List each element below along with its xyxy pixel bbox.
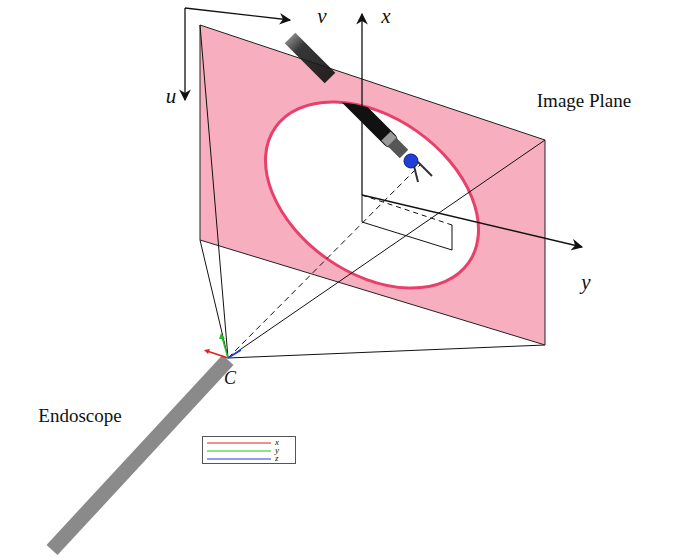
legend-row: x [203,439,295,447]
view-ellipse [231,63,514,326]
label: Endoscope [38,406,121,425]
u-axis [184,8,185,100]
label: x [381,6,390,27]
surgical-tool [290,38,432,182]
axis-box [362,195,452,250]
label: Image Plane [537,91,631,110]
label: y [581,272,590,293]
camera-frame [204,333,241,358]
v-axis [185,8,290,20]
legend-row: z [203,455,295,463]
label: C [224,369,236,387]
y-axis [362,195,582,247]
surgical-tool [270,20,390,140]
legend-row: y [203,447,295,455]
legend-text: z [275,454,279,463]
legend-box: xyz [202,436,296,464]
legend-line [207,457,271,461]
frustum-lines [200,25,545,358]
legend-line [207,441,271,445]
label: u [166,86,177,107]
legend-line [207,449,271,453]
x-axis [361,14,362,195]
image-plane [200,25,545,345]
label: v [317,6,326,27]
